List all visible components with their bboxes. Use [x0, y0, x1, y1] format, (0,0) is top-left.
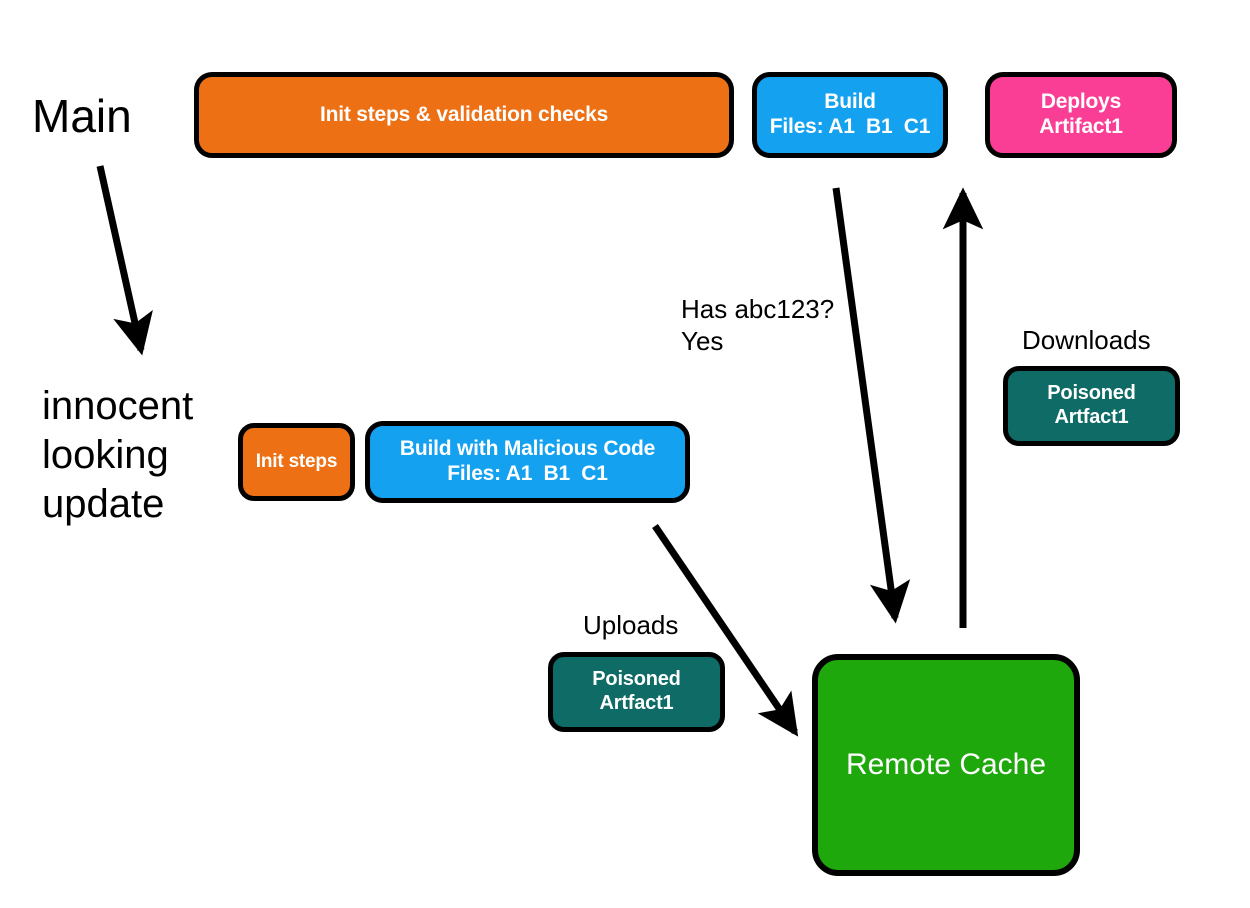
node-remote-cache-label: Remote Cache	[845, 748, 1047, 782]
node-build-main[interactable]: Build Files: A1 B1 C1	[752, 72, 948, 158]
arrow-main-to-update	[96, 165, 153, 356]
lane-label-innocent-update-text: innocent looking update	[42, 384, 194, 526]
edge-label-downloads: Downloads	[1022, 325, 1151, 355]
node-init-steps[interactable]: Init steps	[238, 423, 355, 501]
lane-label-main: Main	[32, 90, 132, 142]
node-deploys-title: Deploys	[1040, 90, 1122, 114]
node-build-malicious-title: Build with Malicious Code	[399, 437, 656, 461]
edge-label-cache-query: Has abc123? Yes	[681, 294, 834, 357]
node-init-steps-label: Init steps	[255, 450, 338, 472]
node-poisoned-artifact-downloaded[interactable]: Poisoned Artfact1	[1003, 366, 1180, 446]
node-artifact-upload-name: Artfact1	[599, 692, 674, 714]
node-build-main-files: Files: A1 B1 C1	[769, 115, 931, 138]
edge-label-uploads: Uploads	[583, 610, 679, 640]
node-build-main-title: Build	[824, 90, 876, 114]
node-deploys-artifact[interactable]: Deploys Artifact1	[985, 72, 1177, 158]
node-artifact-download-name: Artfact1	[1054, 406, 1129, 428]
node-build-malicious-files: Files: A1 B1 C1	[447, 462, 608, 485]
node-init-validation-label: Init steps & validation checks	[319, 102, 609, 126]
node-remote-cache[interactable]: Remote Cache	[812, 654, 1080, 876]
node-artifact-upload-title: Poisoned	[592, 668, 681, 691]
lane-label-innocent-update: innocent looking update	[42, 382, 193, 528]
node-build-with-malicious-code[interactable]: Build with Malicious Code Files: A1 B1 C…	[365, 421, 690, 503]
node-deploys-artifact-name: Artifact1	[1039, 115, 1123, 138]
arrow-build-to-remote-cache	[832, 187, 911, 624]
node-init-steps-and-validation-checks[interactable]: Init steps & validation checks	[194, 72, 734, 158]
edge-label-cache-query-text: Has abc123? Yes	[681, 294, 835, 356]
node-artifact-download-title: Poisoned	[1047, 382, 1136, 405]
node-poisoned-artifact-uploaded[interactable]: Poisoned Artfact1	[548, 652, 725, 732]
